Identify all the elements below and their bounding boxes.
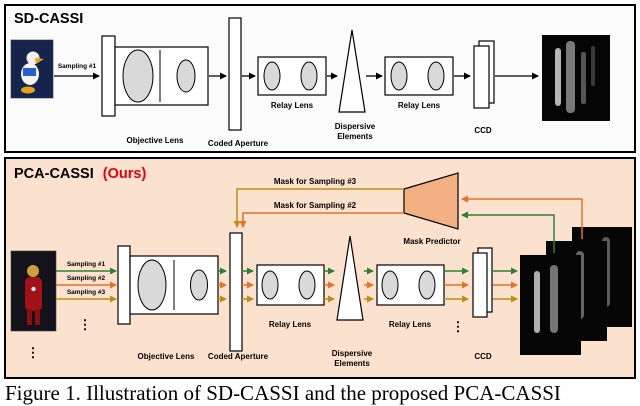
sd-aperture-label: Coded Aperture bbox=[208, 139, 269, 148]
relay1-element-a bbox=[263, 61, 281, 91]
sampling1-label: Sampling #1 bbox=[67, 261, 106, 268]
pca-diagram: PCA-CASSI (Ours) Mask Predictor Mask for… bbox=[10, 166, 632, 368]
sd-ccd-label: CCD bbox=[474, 126, 492, 135]
pca-prism bbox=[336, 235, 364, 321]
pca-objective-label: Objective Lens bbox=[138, 352, 195, 361]
mask3-arrow bbox=[233, 188, 404, 228]
sd-cassi-panel: SD-CASSI Sampling #1 Objective Lens Code… bbox=[4, 4, 636, 153]
figure-chest-light bbox=[31, 286, 36, 292]
mask-predictor bbox=[403, 172, 459, 230]
objective-lens-mount bbox=[101, 35, 116, 117]
relay2-element-a bbox=[381, 270, 399, 300]
objective-lens-mount bbox=[117, 245, 131, 325]
relay1-element-b bbox=[298, 270, 316, 300]
mask2-label: Mask for Sampling #2 bbox=[274, 201, 357, 210]
sd-relay-lens-2 bbox=[384, 56, 454, 96]
mask-predictor-label: Mask Predictor bbox=[403, 237, 460, 246]
pca-objective-lens bbox=[117, 245, 219, 325]
objective-front-element bbox=[137, 259, 167, 311]
objective-front-element bbox=[122, 49, 154, 103]
pca-aperture-label: Coded Aperture bbox=[208, 352, 269, 361]
relay2-element-b bbox=[418, 270, 436, 300]
feedback-measurement2-arrow bbox=[461, 195, 583, 239]
duck-beak bbox=[35, 58, 44, 64]
relay2-element-b bbox=[427, 61, 445, 91]
feedback-measurement1-arrow bbox=[461, 211, 555, 253]
pca-relay2-label: Relay Lens bbox=[389, 320, 432, 329]
sd-coded-aperture bbox=[228, 17, 242, 131]
spectral-streak bbox=[566, 41, 575, 113]
mask2-arrow bbox=[239, 212, 404, 228]
pca-relay-lens-1 bbox=[256, 264, 325, 306]
sd-title: SD-CASSI bbox=[14, 11, 83, 27]
duck-feet bbox=[21, 86, 35, 94]
relay2-element-a bbox=[390, 61, 408, 91]
pca-output-images bbox=[520, 227, 632, 355]
sd-prism bbox=[338, 29, 366, 113]
sd-ccd bbox=[473, 40, 495, 109]
mask3-label: Mask for Sampling #3 bbox=[274, 177, 357, 186]
figure-leg bbox=[35, 309, 40, 325]
pca-dispersive-label-2: Elements bbox=[334, 359, 370, 368]
pca-title-main: PCA-CASSI bbox=[14, 166, 94, 182]
ccd-front bbox=[472, 252, 488, 318]
pca-title-ours: (Ours) bbox=[103, 166, 147, 182]
spectral-streak bbox=[534, 271, 540, 333]
vdots-sampling: ⋮ bbox=[79, 317, 92, 332]
sd-relay-lens-1 bbox=[257, 56, 327, 96]
sd-diagram: SD-CASSI Sampling #1 Objective Lens Code… bbox=[10, 11, 610, 148]
vdots-ccd: ⋮ bbox=[452, 319, 465, 334]
relay1-element-b bbox=[300, 61, 318, 91]
objective-rear-element bbox=[176, 59, 196, 93]
sd-relay2-label: Relay Lens bbox=[398, 101, 441, 110]
sampling3-label: Sampling #3 bbox=[67, 289, 106, 296]
sd-output-image bbox=[542, 35, 610, 121]
sd-dispersive-label-1: Dispersive bbox=[335, 122, 376, 131]
figure-body bbox=[25, 277, 42, 311]
sd-relay1-label: Relay Lens bbox=[271, 101, 314, 110]
pca-cassi-panel: PCA-CASSI (Ours) Mask Predictor Mask for… bbox=[4, 157, 636, 379]
spectral-streak bbox=[550, 265, 558, 333]
sd-sampling1-label: Sampling #1 bbox=[58, 63, 97, 70]
sd-dispersive-label-2: Elements bbox=[337, 132, 373, 141]
figure-leg bbox=[27, 309, 32, 325]
sd-input-image bbox=[10, 39, 54, 99]
duck-shirt bbox=[23, 68, 36, 76]
spectral-streak bbox=[581, 52, 586, 104]
ccd-front bbox=[473, 45, 490, 109]
relay1-element-a bbox=[261, 270, 279, 300]
figure-head bbox=[27, 265, 39, 277]
measurement-bg bbox=[542, 35, 610, 121]
objective-rear-element bbox=[190, 269, 208, 301]
spectral-streak bbox=[555, 48, 561, 106]
vdots-input: ⋮ bbox=[27, 345, 40, 360]
pca-coded-aperture bbox=[229, 232, 243, 352]
sd-objective-label: Objective Lens bbox=[127, 136, 184, 145]
pca-ccd-label: CCD bbox=[474, 352, 492, 361]
pca-input-image bbox=[10, 250, 57, 332]
pca-ccd bbox=[472, 247, 493, 318]
pca-title: PCA-CASSI (Ours) bbox=[14, 166, 146, 182]
sd-objective-lens bbox=[101, 35, 209, 117]
spectral-streak bbox=[591, 46, 595, 86]
pca-relay1-label: Relay Lens bbox=[269, 320, 312, 329]
pca-dispersive-label-1: Dispersive bbox=[332, 349, 373, 358]
pca-relay-lens-2 bbox=[376, 264, 445, 306]
sampling2-label: Sampling #2 bbox=[67, 275, 106, 282]
figure-caption: Figure 1. Illustration of SD-CASSI and t… bbox=[5, 381, 561, 405]
